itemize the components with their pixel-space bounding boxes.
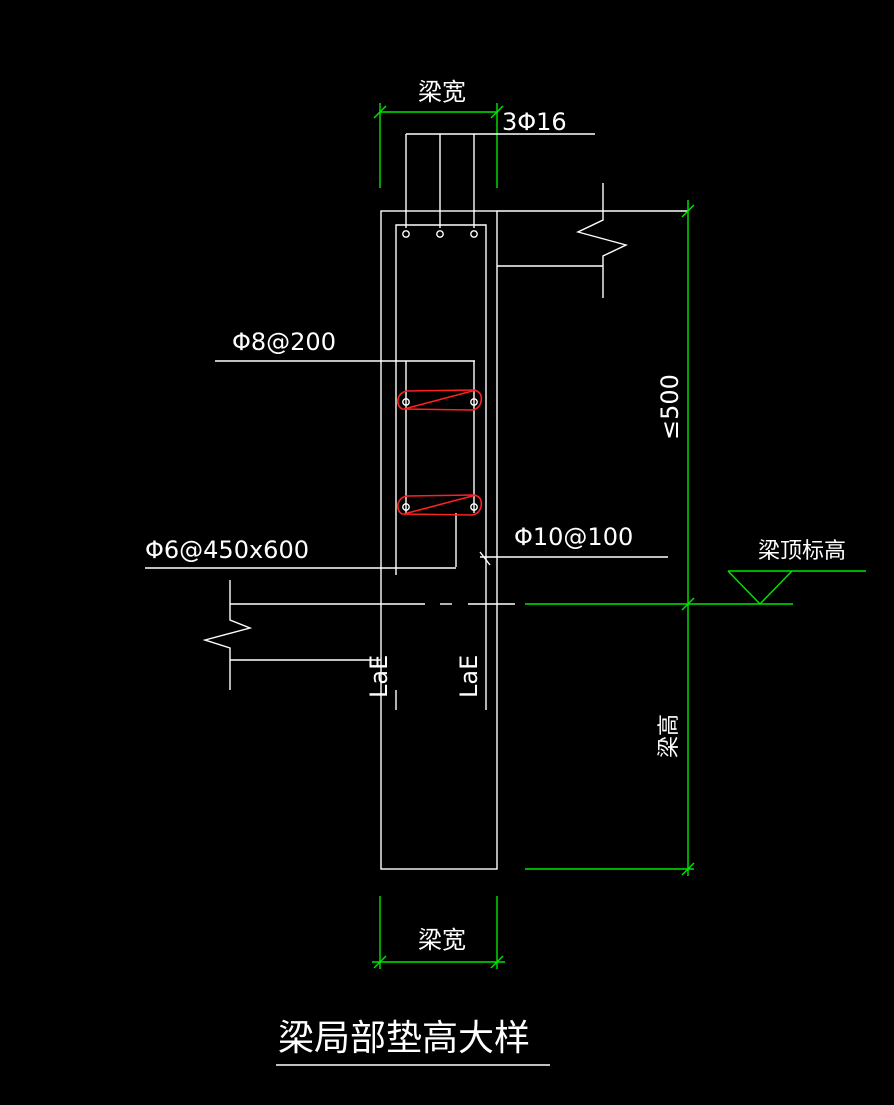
- phi10-leader-tick: [479, 551, 491, 566]
- stirrup-cage: [405, 361, 475, 567]
- cage-dots: [402, 398, 478, 511]
- beam-width-bottom-label: 梁宽: [418, 926, 466, 954]
- top-rebar-dots: [402, 230, 478, 238]
- phi6-label: Φ6@450x600: [145, 536, 309, 564]
- lae-left-label: LaE: [365, 655, 393, 698]
- beam-width-top-label: 梁宽: [418, 78, 466, 106]
- inner-stirrup: [395, 224, 487, 710]
- phi8-label: Φ8@200: [232, 328, 336, 356]
- left-slab: [202, 580, 515, 690]
- right-dimension: [525, 200, 793, 876]
- phi10-label: Φ10@100: [514, 523, 633, 551]
- right-slab: [497, 183, 629, 298]
- drawing-title: 梁局部垫高大样: [278, 1018, 530, 1059]
- top-width-dimension: [373, 103, 504, 188]
- red-stirrup-hooks: [397, 389, 483, 516]
- beam-outline: [380, 210, 498, 870]
- lae-right-label: LaE: [455, 655, 483, 698]
- elevation-marker: [727, 570, 866, 606]
- top-rebar-lines: [405, 134, 475, 228]
- bottom-width-dimension: [372, 896, 505, 969]
- dim-500-label: ≤500: [656, 374, 684, 440]
- beam-height-label: 梁高: [657, 714, 682, 758]
- beam-top-elev-label: 梁顶标高: [758, 539, 846, 564]
- top-rebar-label: 3Φ16: [502, 108, 567, 136]
